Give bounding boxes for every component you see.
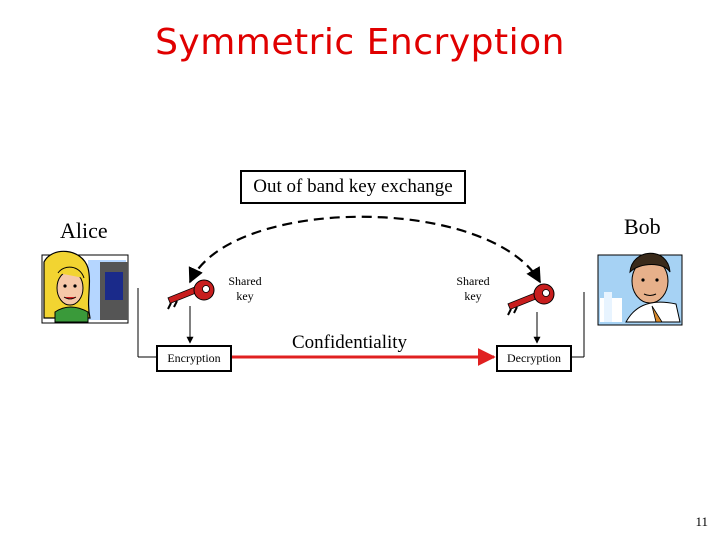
shared-key-left-label: Shared key: [220, 274, 270, 304]
shared-key-right-label: Shared key: [448, 274, 498, 304]
page-number: 11: [695, 514, 708, 529]
bob-label: Bob: [624, 214, 661, 239]
encryption-box: Encryption: [156, 345, 232, 372]
shared-key-left-line2: key: [236, 289, 254, 303]
alice-avatar: [41, 250, 129, 324]
decryption-box: Decryption: [496, 345, 572, 372]
shared-key-right-line2: key: [464, 289, 482, 303]
slide-title: Symmetric Encryption: [155, 22, 565, 63]
shared-key-left-icon: [167, 279, 215, 310]
shared-key-left-line1: Shared: [228, 274, 262, 288]
confidentiality-label: Confidentiality: [292, 332, 408, 353]
out-of-band-exchange-label: Out of band key exchange: [240, 170, 466, 204]
shared-key-right-line1: Shared: [456, 274, 490, 288]
bob-avatar: [597, 252, 683, 326]
key-exchange-arc: [188, 215, 541, 284]
alice-label: Alice: [60, 218, 108, 243]
shared-key-right-icon: [507, 283, 555, 316]
